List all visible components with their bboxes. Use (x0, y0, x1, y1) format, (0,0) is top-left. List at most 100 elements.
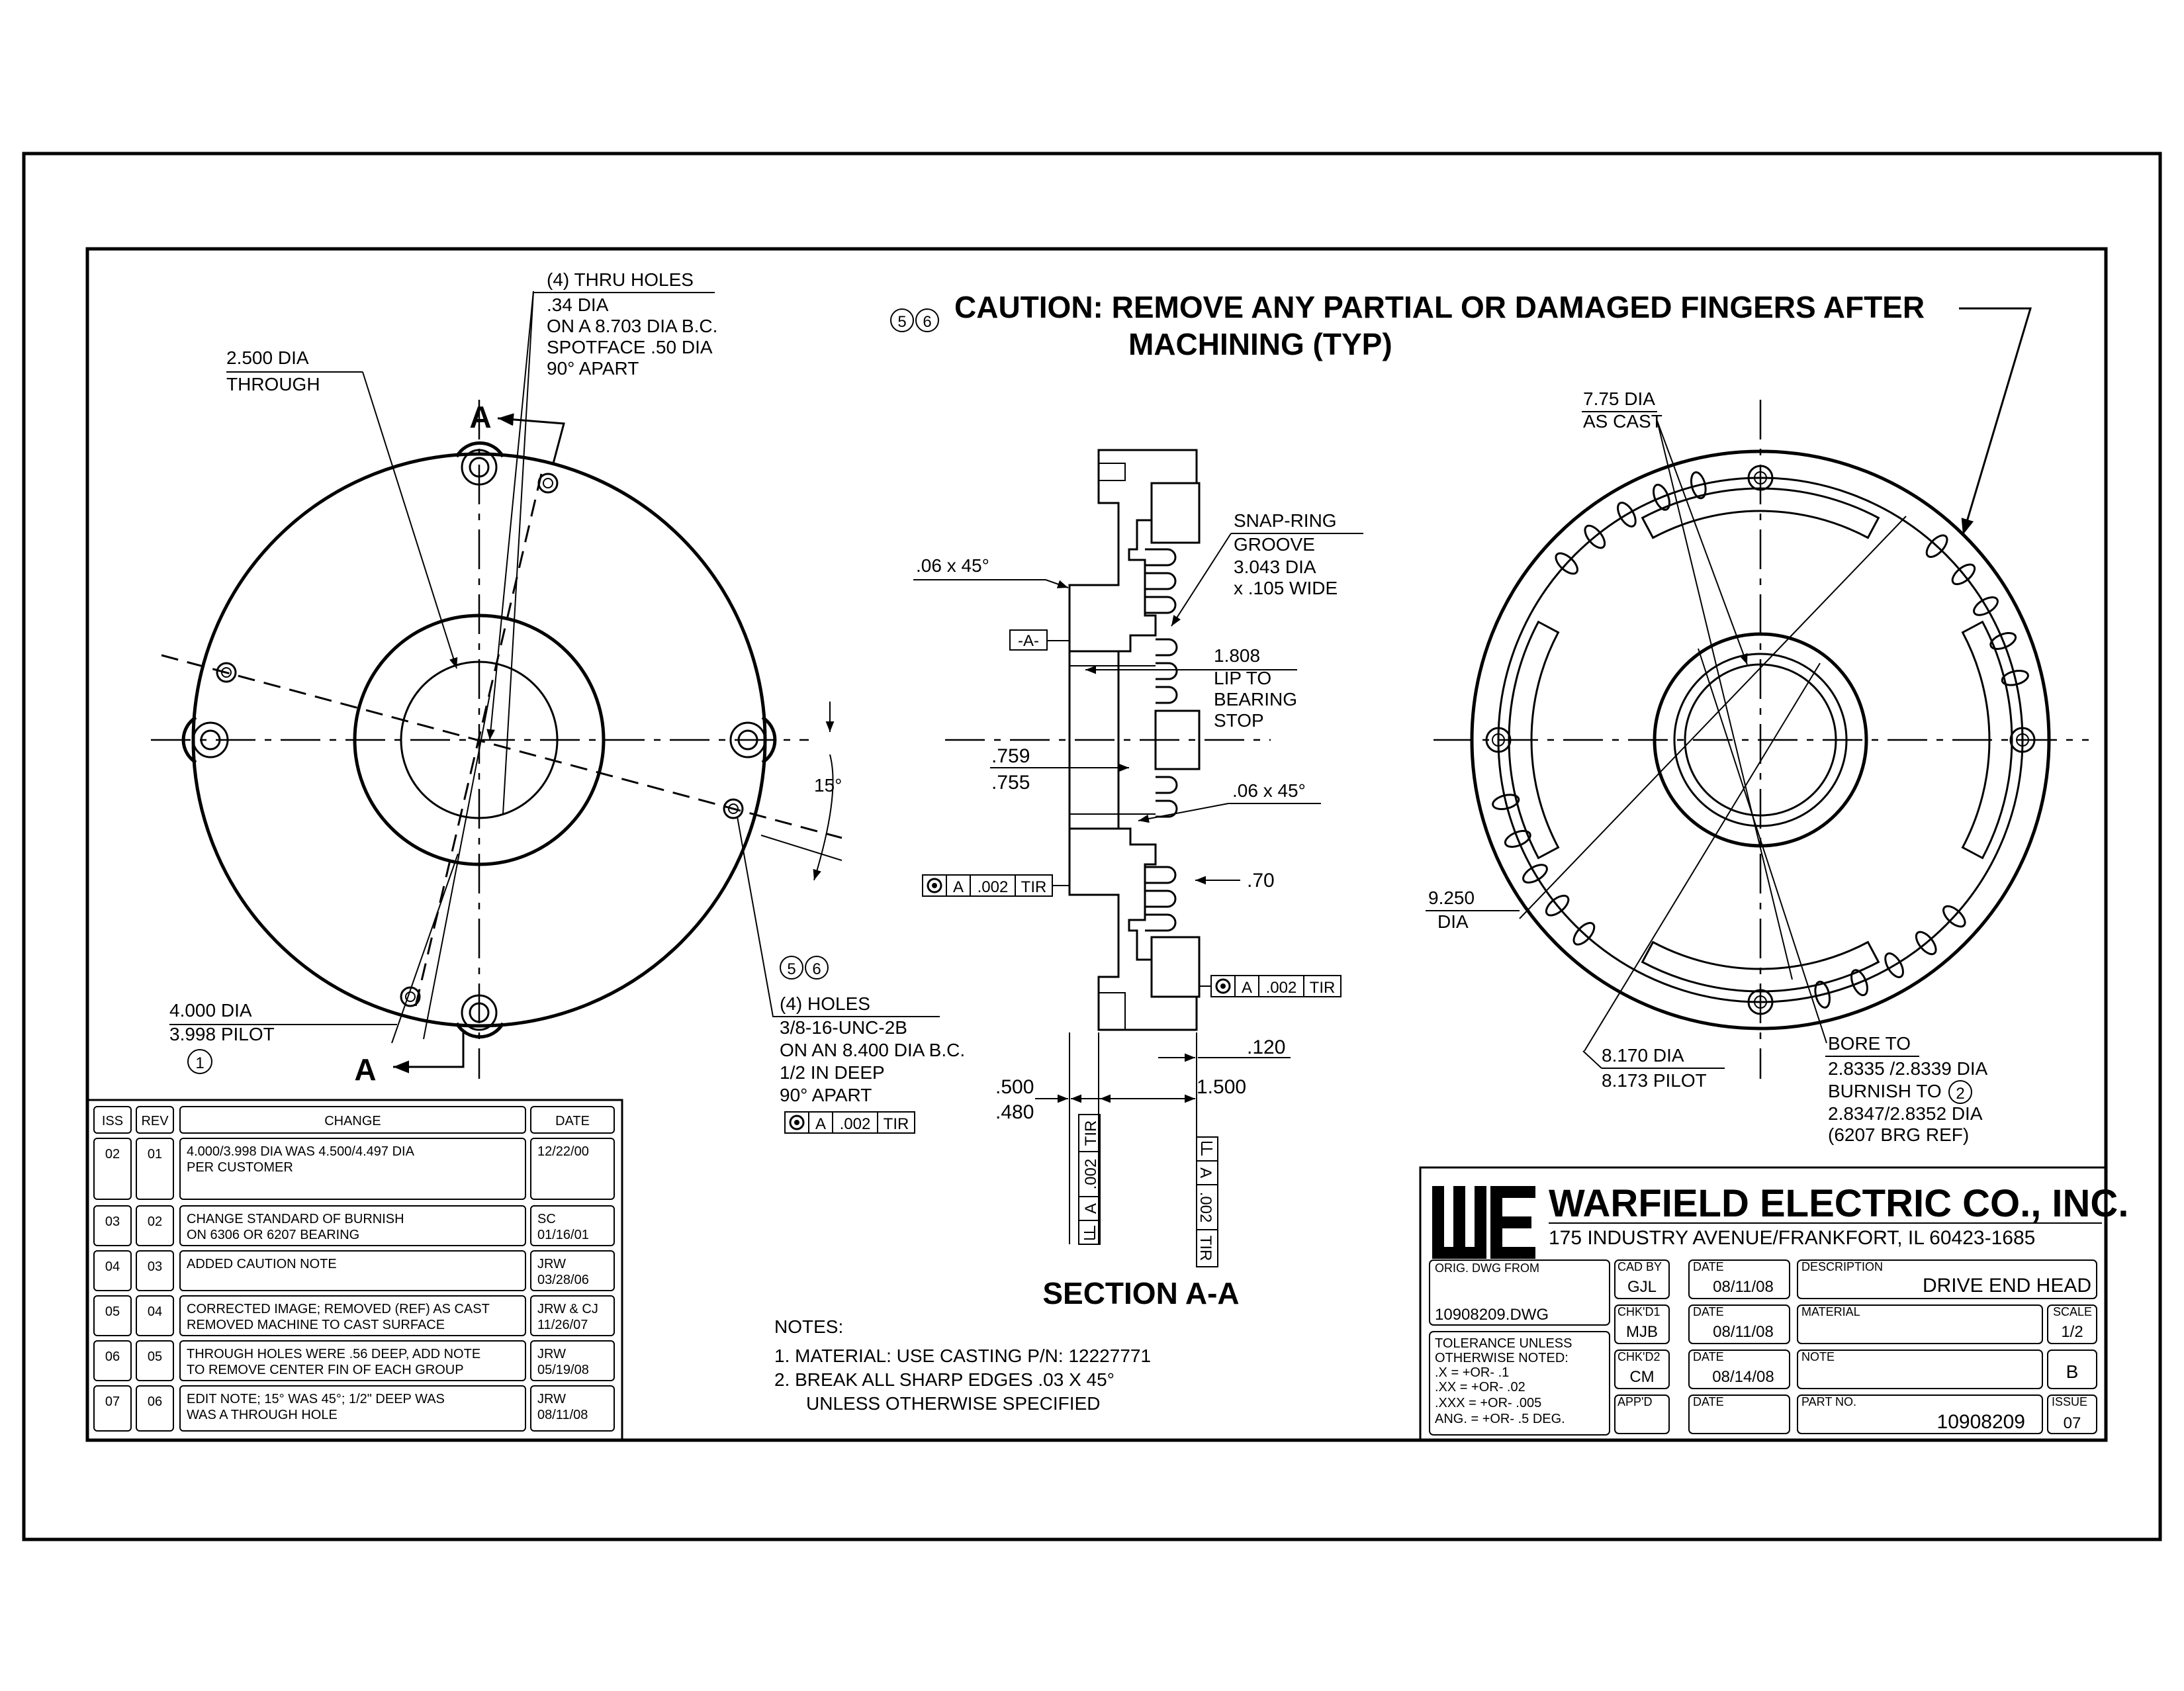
svg-text:TIR: TIR (1310, 979, 1336, 997)
cast-slot-2 (1961, 620, 2013, 860)
svg-text:.06 x 45°: .06 x 45° (916, 555, 989, 576)
svg-text:3.998 PILOT: 3.998 PILOT (169, 1024, 275, 1044)
svg-text:STOP: STOP (1214, 710, 1264, 731)
section-title: SECTION A-A (1042, 1276, 1239, 1310)
right-thru-hole-4 (2009, 727, 2036, 753)
svg-text:.002: .002 (1197, 1192, 1214, 1223)
svg-text:08/14/08: 08/14/08 (1712, 1368, 1774, 1386)
svg-text:OTHERWISE NOTED:: OTHERWISE NOTED: (1435, 1351, 1569, 1365)
svg-text:.70: .70 (1247, 870, 1275, 891)
pilot-label: 4.000 DIA 3.998 PILOT 1 (169, 1000, 397, 1074)
svg-text:DIA: DIA (1437, 911, 1469, 932)
rev-date: JRW (537, 1347, 566, 1361)
rev-date: 08/11/08 (537, 1408, 588, 1422)
snap-ring-label: SNAP-RING GROOVE 3.043 DIA x .105 WIDE (1171, 510, 1363, 627)
rev-date: 11/26/07 (537, 1318, 588, 1332)
rev-iss-07: 07 (105, 1394, 120, 1409)
right-thru-hole-3 (1485, 727, 1512, 753)
svg-text:TIR: TIR (1082, 1120, 1100, 1146)
svg-text:MATERIAL: MATERIAL (1801, 1305, 1860, 1318)
rev-iss-02: 02 (105, 1147, 120, 1162)
svg-text:THROUGH: THROUGH (226, 374, 320, 394)
svg-text:CAD BY: CAD BY (1617, 1260, 1662, 1273)
left-view: A A 15° (4) THRU HOLES .34 DIA ON A 8.70… (151, 269, 965, 1134)
svg-text:SNAP-RING: SNAP-RING (1234, 510, 1337, 531)
svg-text:MJB: MJB (1626, 1323, 1658, 1341)
finger-hole-19 (1653, 483, 1670, 511)
svg-text:.002: .002 (978, 878, 1009, 896)
rev-change: WAS A THROUGH HOLE (187, 1408, 338, 1422)
outer-border (22, 152, 2162, 1541)
svg-text:08/11/08: 08/11/08 (1713, 1278, 1774, 1296)
svg-text:DATE: DATE (1693, 1305, 1724, 1318)
right-view: 7.75 DIA AS CAST 9.250 DIA 8.170 DIA 8.1… (1426, 388, 2089, 1145)
rev-date: 03/28/06 (537, 1273, 589, 1287)
svg-text:.XX = +OR- .02: .XX = +OR- .02 (1435, 1380, 1525, 1394)
svg-text:CM: CM (1629, 1368, 1654, 1386)
thru-hole-top (455, 441, 505, 486)
rev-rev-03: 03 (148, 1259, 162, 1274)
fcf-vertical-right: A .002 TIR (1196, 1136, 1218, 1267)
finger-hole-18 (1617, 502, 1637, 527)
dim-1500: 1.500 (1071, 1076, 1246, 1103)
rev-rev-04: 04 (148, 1304, 162, 1319)
finger-hole-2 (1951, 563, 1976, 586)
finger-hole-6 (1942, 905, 1966, 928)
svg-text:90° APART: 90° APART (780, 1085, 872, 1105)
rev-iss-03: 03 (105, 1214, 120, 1229)
pilot-8170-label: 8.170 DIA 8.173 PILOT (1582, 1045, 1725, 1091)
finger-hole-4 (1989, 632, 2017, 650)
svg-text:ORIG. DWG FROM: ORIG. DWG FROM (1435, 1261, 1539, 1275)
svg-text:9.250: 9.250 (1428, 888, 1475, 908)
svg-text:B: B (2066, 1361, 2079, 1382)
rev-rev-06: 06 (148, 1394, 162, 1409)
company-name: WARFIELD ELECTRIC CO., INC. (1549, 1182, 2128, 1225)
svg-text:8.173 PILOT: 8.173 PILOT (1602, 1070, 1707, 1091)
svg-text:.34 DIA: .34 DIA (547, 295, 609, 315)
svg-text:1.808: 1.808 (1214, 645, 1260, 666)
svg-text:3/8-16-UNC-2B: 3/8-16-UNC-2B (780, 1017, 907, 1038)
section-mark-bottom: A (354, 1052, 376, 1087)
svg-text:.06 x 45°: .06 x 45° (1232, 780, 1306, 801)
datum-a: -A- (1009, 629, 1069, 651)
dim-759-755: .759 .755 (990, 745, 1129, 794)
finger-hole-3 (1973, 596, 1999, 616)
cast-slot-4 (1508, 620, 1560, 860)
rev-iss-04: 04 (105, 1259, 120, 1274)
svg-text:CHK'D2: CHK'D2 (1617, 1350, 1660, 1363)
finger-hole-11 (1572, 922, 1596, 946)
dim-120: .120 (1158, 1036, 1291, 1062)
svg-text:AS CAST: AS CAST (1583, 411, 1662, 432)
rev-date: JRW (537, 1257, 566, 1271)
rev-rev-01: 01 (148, 1147, 162, 1162)
bore-burnish-label: BORE TO 2.8335 /2.8339 DIA BURNISH TO 2 … (1825, 1033, 1988, 1145)
rev-rev-02: 02 (148, 1214, 162, 1229)
svg-text:A: A (1242, 979, 1252, 997)
svg-text:DATE: DATE (1693, 1350, 1724, 1363)
fcf-tapped: A .002 TIR (784, 1111, 915, 1134)
svg-text:6: 6 (812, 960, 821, 978)
svg-text:LIP TO: LIP TO (1214, 668, 1271, 688)
tapped-holes-label: 5 6 (4) HOLES 3/8-16-UNC-2B ON AN 8.400 … (737, 816, 965, 1105)
finger-hole-10 (1814, 980, 1831, 1009)
svg-text:(6207 BRG REF): (6207 BRG REF) (1828, 1124, 1969, 1145)
caution-note: 5 6 CAUTION: REMOVE ANY PARTIAL OR DAMAG… (890, 290, 2032, 535)
thru-holes-label: (4) THRU HOLES .34 DIA ON A 8.703 DIA B.… (533, 269, 717, 379)
fcf-section-right: A .002 TIR (1199, 975, 1342, 997)
caution-circle-6: 6 (923, 313, 931, 331)
svg-text:1/2 IN DEEP: 1/2 IN DEEP (780, 1062, 885, 1083)
rev-header-2: CHANGE (324, 1114, 381, 1128)
caution-line-2: MACHINING (TYP) (1128, 327, 1392, 361)
thru-hole-left (181, 715, 229, 764)
cast-slot-3 (1641, 940, 1880, 993)
svg-text:A: A (953, 878, 964, 896)
section-view: -A- .06 x 45° SNAP-RING GROOVE 3.043 DIA… (913, 449, 1363, 1310)
caution-line-1: CAUTION: REMOVE ANY PARTIAL OR DAMAGED F… (954, 290, 1925, 324)
rev-header-0: ISS (102, 1114, 123, 1128)
finger-hole-1 (1925, 534, 1948, 558)
svg-text:.X = +OR- .1: .X = +OR- .1 (1435, 1365, 1509, 1380)
cast-slot-1 (1641, 487, 1880, 539)
svg-text:(4) THRU HOLES: (4) THRU HOLES (547, 269, 694, 290)
svg-text:07: 07 (2064, 1414, 2081, 1432)
